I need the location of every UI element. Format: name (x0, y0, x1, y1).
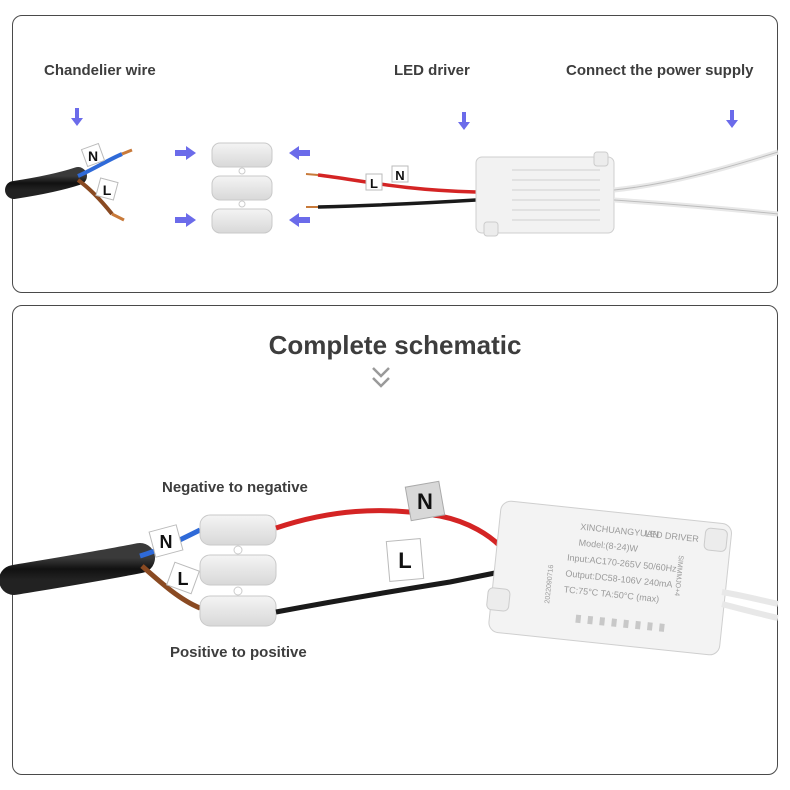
chevron-down-icon (372, 367, 390, 388)
driver-serial: 2022090716 (544, 564, 555, 604)
label-positive: Positive to positive (170, 644, 307, 661)
page-title: Complete schematic (268, 330, 522, 360)
tag-n-bottom-right: N (404, 480, 446, 522)
top-panel (12, 15, 778, 293)
tag-l-label: L (103, 182, 112, 198)
arrow-down-1 (71, 108, 83, 126)
tag-n-top-left: N (80, 142, 106, 168)
arrow-left-1 (289, 146, 310, 160)
tag-n-label: N (395, 168, 404, 183)
label-chandelier-wire: Chandelier wire (44, 62, 156, 79)
label-led-driver: LED driver (394, 62, 470, 79)
arrows-top (71, 108, 738, 227)
tag-n-label: N (417, 489, 433, 514)
terminal-block-top (211, 142, 273, 234)
tag-n-top-right: N (391, 165, 409, 183)
tag-n-label: N (88, 148, 98, 164)
power-wires-bottom (721, 589, 779, 621)
driver-vents (575, 614, 665, 632)
terminal-block-bottom (199, 514, 277, 627)
label-connect-power: Connect the power supply (566, 62, 754, 79)
tag-l-label: L (398, 548, 411, 573)
tag-n-bottom-left: N (148, 524, 184, 558)
tag-l-bottom-left: L (166, 561, 200, 595)
chandelier-cable-top (5, 148, 133, 222)
driver-wires-top (305, 173, 477, 209)
led-driver-bottom: XINCHUANGYUAN LED DRIVER Model:(8-24)W I… (486, 500, 732, 656)
tag-l-top-right: L (365, 173, 383, 191)
power-wires-top (613, 149, 779, 217)
arrow-right-2 (175, 213, 196, 227)
arrow-down-2 (458, 112, 470, 130)
led-driver-top (475, 151, 615, 237)
arrow-down-3 (726, 110, 738, 128)
label-negative: Negative to negative (162, 479, 308, 496)
tag-n-label: N (160, 532, 173, 552)
tag-l-label: L (370, 176, 378, 191)
tag-l-top-left: L (95, 177, 119, 201)
driver-code: SIMMMJO+4 (673, 555, 684, 597)
tag-l-bottom-right: L (385, 538, 425, 582)
tag-l-label: L (178, 569, 189, 589)
arrow-right-1 (175, 146, 196, 160)
arrow-left-2 (289, 213, 310, 227)
